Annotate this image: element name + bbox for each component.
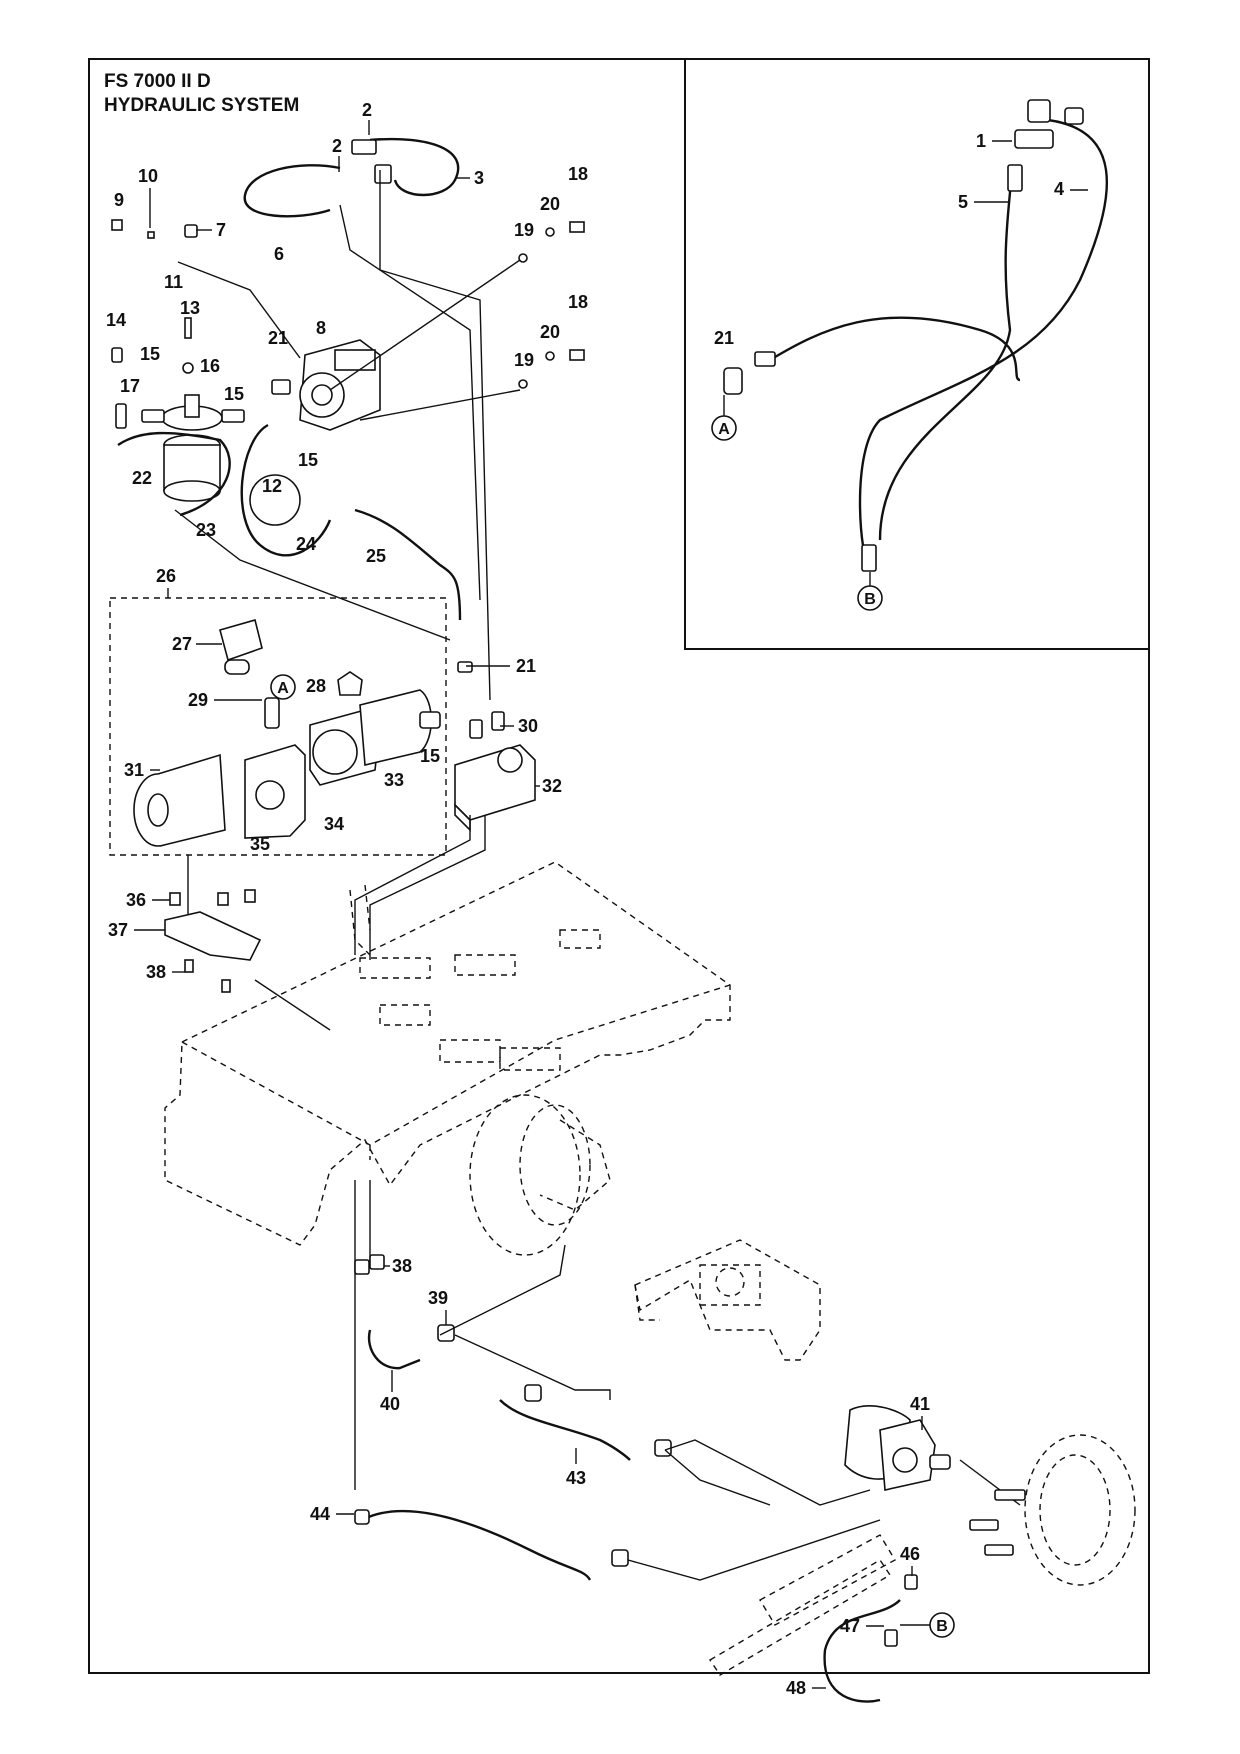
callout-37: 37 bbox=[108, 920, 128, 940]
callout-44: 44 bbox=[310, 1504, 330, 1524]
kit-26-parts bbox=[133, 619, 441, 847]
callout-21: 21 bbox=[516, 656, 536, 676]
mid-leader-lines bbox=[254, 815, 486, 1490]
callout-2: 2 bbox=[332, 136, 342, 156]
steering-valve bbox=[844, 1405, 1026, 1556]
callout-27: 27 bbox=[172, 634, 192, 654]
connector-markers: A A B B bbox=[270, 395, 955, 1638]
callout-26: 26 bbox=[156, 566, 176, 586]
connector-b-label: B bbox=[936, 1618, 948, 1635]
steering-cylinder bbox=[709, 1534, 896, 1676]
connector-a-label: A bbox=[718, 421, 730, 438]
callout-18: 18 bbox=[568, 164, 588, 184]
callout-21: 21 bbox=[268, 328, 288, 348]
valve-block bbox=[454, 661, 536, 832]
front-axle bbox=[469, 1094, 1136, 1586]
lower-leader-lines bbox=[439, 1244, 881, 1581]
callout-41: 41 bbox=[910, 1394, 930, 1414]
inset-panel bbox=[684, 58, 1150, 650]
callout-15: 15 bbox=[224, 384, 244, 404]
callout-11: 11 bbox=[164, 272, 183, 292]
callout-18: 18 bbox=[568, 292, 588, 312]
callout-28: 28 bbox=[306, 676, 326, 696]
callout-15: 15 bbox=[420, 746, 440, 766]
callout-1: 1 bbox=[976, 131, 986, 151]
callout-43: 43 bbox=[566, 1468, 586, 1488]
callout-10: 10 bbox=[138, 166, 158, 186]
callout-5: 5 bbox=[958, 192, 968, 212]
callout-38: 38 bbox=[146, 962, 166, 982]
callout-3: 3 bbox=[474, 168, 484, 188]
callout-36: 36 bbox=[126, 890, 146, 910]
callout-22: 22 bbox=[132, 468, 152, 488]
callout-17: 17 bbox=[120, 376, 140, 396]
callout-9: 9 bbox=[114, 190, 124, 210]
diagram-title: FS 7000 II D HYDRAULIC SYSTEM bbox=[104, 70, 299, 118]
callout-15: 15 bbox=[298, 450, 318, 470]
connector-b-label: B bbox=[864, 591, 876, 608]
callout-48: 48 bbox=[786, 1678, 806, 1698]
upper-leader-lines bbox=[174, 170, 521, 701]
upper-hoses bbox=[111, 137, 585, 621]
tractor-frame bbox=[164, 861, 731, 1246]
callout-32: 32 bbox=[542, 776, 562, 796]
system-name: HYDRAULIC SYSTEM bbox=[104, 95, 300, 116]
callout-20: 20 bbox=[540, 194, 560, 214]
callout-numbers: 1 2 2 3 4 5 6 7 8 9 10 11 12 13 14 15 15… bbox=[106, 100, 1088, 1698]
callout-12: 12 bbox=[262, 476, 282, 496]
model-name: FS 7000 II D bbox=[104, 71, 211, 92]
callout-25: 25 bbox=[366, 546, 386, 566]
bracket bbox=[164, 855, 262, 993]
connector-a-label: A bbox=[277, 680, 289, 697]
inset-hose-assembly bbox=[723, 99, 1109, 572]
callout-21: 21 bbox=[714, 328, 734, 348]
callout-13: 13 bbox=[180, 298, 200, 318]
callout-40: 40 bbox=[380, 1394, 400, 1414]
pump-assembly bbox=[271, 339, 381, 431]
callout-46: 46 bbox=[900, 1544, 920, 1564]
lower-hoses bbox=[354, 1254, 918, 1703]
callout-8: 8 bbox=[316, 318, 326, 338]
callout-14: 14 bbox=[106, 310, 126, 330]
callout-30: 30 bbox=[518, 716, 538, 736]
callout-31: 31 bbox=[124, 760, 144, 780]
callout-6: 6 bbox=[274, 244, 284, 264]
kit-26-dashed-box bbox=[109, 597, 447, 856]
callout-39: 39 bbox=[428, 1288, 448, 1308]
callout-19: 19 bbox=[514, 220, 534, 240]
callout-33: 33 bbox=[384, 770, 404, 790]
diagram-frame bbox=[88, 58, 1150, 1674]
callout-16: 16 bbox=[200, 356, 220, 376]
callout-20: 20 bbox=[540, 322, 560, 342]
callout-7: 7 bbox=[216, 220, 226, 240]
connector-a-circle bbox=[270, 674, 296, 700]
callout-35: 35 bbox=[250, 834, 270, 854]
callout-19: 19 bbox=[514, 350, 534, 370]
callout-47: 47 bbox=[840, 1616, 860, 1636]
callout-23: 23 bbox=[196, 520, 216, 540]
callout-4: 4 bbox=[1054, 179, 1064, 199]
callout-38: 38 bbox=[392, 1256, 412, 1276]
callout-2: 2 bbox=[362, 100, 372, 120]
callout-34: 34 bbox=[324, 814, 344, 834]
callout-24: 24 bbox=[296, 534, 316, 554]
callout-29: 29 bbox=[188, 690, 208, 710]
callout-15: 15 bbox=[140, 344, 160, 364]
filter-assembly bbox=[111, 317, 245, 502]
